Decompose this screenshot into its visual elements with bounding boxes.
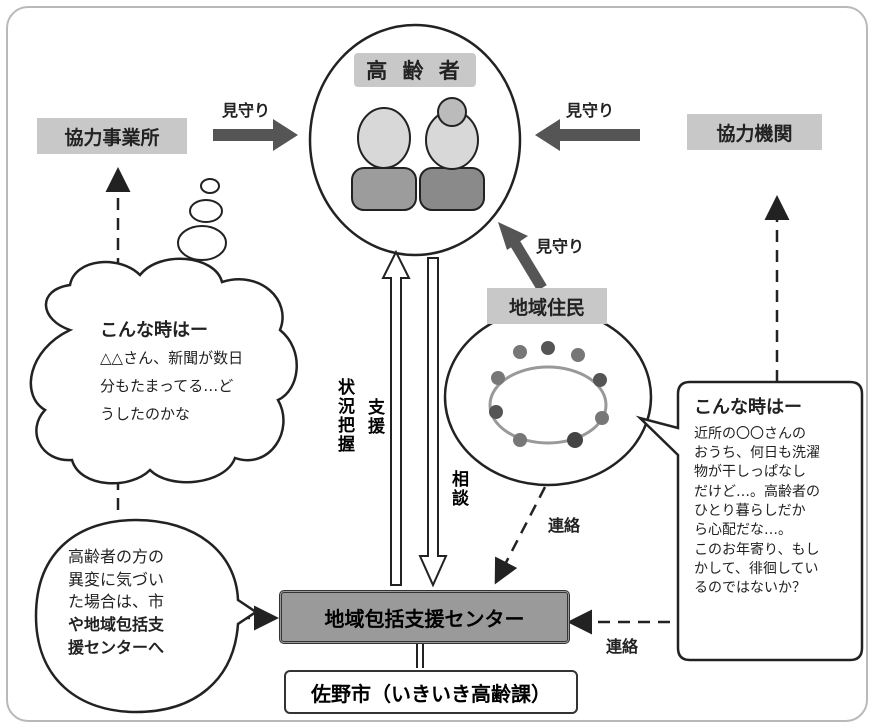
elderly-label: 高 齢 者 [354, 53, 476, 87]
thought-bubble-text: こんな時はー △△さん、新聞が数日 分もたまってる…ど うしたのかな [100, 318, 243, 425]
thought-bubble [29, 178, 298, 485]
speech-right-line: ひとり暮らしだか [694, 503, 806, 520]
watch-label-left: 見守り [222, 101, 271, 120]
partner-org-label: 協力機関 [687, 114, 822, 150]
speech-right-line: かして、徘徊してい [694, 561, 819, 578]
speech-right-line: 物が干しっぱなし [694, 464, 806, 481]
watch-arrow-left [213, 119, 298, 151]
speech-right-text: こんな時はー 近所の〇〇さんの おうち、何日も洗濯 物が干しっぱなし だけど…。… [694, 396, 820, 599]
thought-line: △△さん、新聞が数日 [100, 349, 244, 368]
speech-bubble-right [635, 380, 864, 662]
watch-label-right: 見守り [566, 101, 615, 120]
speech-left-text: 高齢者の方の 異変に気づい た場合は、市 や地域包括支 援センターへ [68, 546, 164, 660]
speech-left-line: 援センターへ [68, 637, 165, 657]
city-office-box: 佐野市（いきいき高齢課） [284, 670, 578, 714]
speech-left-line: や地域包括支 [68, 615, 165, 635]
consult-label: 相談 [448, 470, 468, 508]
speech-right-line: おうち、何日も洗濯 [694, 445, 820, 462]
watch-arrow-residents [498, 222, 547, 291]
speech-right-title: こんな時はー [694, 397, 802, 418]
speech-right-line: るのではないか？ [694, 580, 806, 597]
speech-left-line: 異変に気づい [68, 569, 165, 589]
speech-left-line: た場合は、市 [68, 592, 165, 612]
watch-arrow-right [535, 119, 640, 151]
thought-bubble-title: こんな時はー [100, 320, 208, 341]
residents-circle [443, 307, 653, 487]
support-center-box: 地域包括支援センター [279, 590, 570, 644]
speech-bubble-left [34, 518, 259, 714]
thought-line: うしたのかな [100, 404, 191, 423]
dashed-arrow-residents-to-center [494, 486, 547, 585]
consult-arrow-down [418, 257, 448, 588]
speech-left-line: 高齢者の方の [68, 547, 165, 566]
speech-right-line: このお年寄り、もし [694, 541, 820, 558]
thought-line: 分もたまってる…ど [100, 376, 234, 395]
speech-right-line: ら心配だな…。 [694, 522, 792, 539]
watch-label-residents: 見守り [536, 237, 585, 256]
support-arrow-up [381, 249, 411, 586]
residents-circle-dance-icon [488, 341, 609, 448]
contact-label-residents: 連絡 [548, 516, 581, 535]
elderly-couple-icon [351, 97, 485, 211]
partner-business-label: 協力事業所 [37, 118, 187, 154]
status-label: 状況把握 [334, 378, 354, 454]
speech-right-line: 近所の〇〇さんの [694, 425, 806, 442]
support-label: 支援 [364, 398, 384, 436]
contact-label-right: 連絡 [606, 637, 639, 656]
speech-right-line: だけど…。高齢者の [694, 483, 820, 500]
residents-label: 地域住民 [487, 288, 607, 324]
